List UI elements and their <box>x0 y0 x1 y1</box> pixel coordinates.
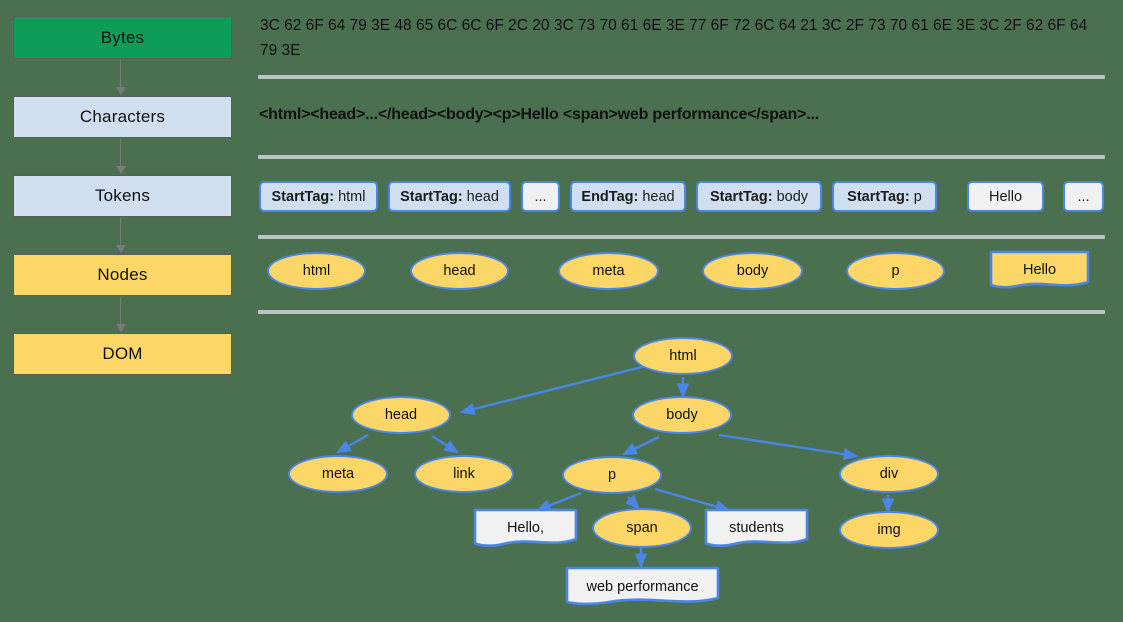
tree-node-html[interactable]: html <box>633 337 733 375</box>
tree-node-label: Hello, <box>506 520 545 536</box>
pipeline-arrow-tokens-nodes <box>115 218 126 253</box>
pipeline-step-label: Bytes <box>100 27 145 47</box>
node-chip-label: Hello <box>1022 262 1057 278</box>
token-key: StartTag: <box>400 188 463 205</box>
node-chip-head[interactable]: head <box>410 252 509 290</box>
divider-1 <box>258 75 1105 79</box>
node-chip-body[interactable]: body <box>702 252 803 290</box>
pipeline-step-tokens: Tokens <box>13 175 232 217</box>
token-value: ... <box>1077 188 1090 205</box>
divider-4 <box>258 310 1105 314</box>
token-key: EndTag: <box>581 188 639 205</box>
tree-node-web-performance-text[interactable]: web performance <box>565 566 720 607</box>
pipeline-step-nodes: Nodes <box>13 254 232 296</box>
node-chip-meta[interactable]: meta <box>558 252 659 290</box>
token-key: StartTag: <box>847 188 910 205</box>
tree-node-label: span <box>626 520 658 536</box>
token-key: StartTag: <box>709 188 773 205</box>
token-value: head <box>466 188 499 205</box>
node-chip-label: html <box>302 263 331 279</box>
tree-node-label: students <box>729 520 784 536</box>
tree-node-div[interactable]: div <box>839 455 939 493</box>
pipeline-step-label: Nodes <box>97 265 148 284</box>
tree-node-span[interactable]: span <box>592 508 692 548</box>
tree-node-p[interactable]: p <box>562 456 662 494</box>
divider-3 <box>258 235 1105 239</box>
node-chip-html[interactable]: html <box>267 252 366 290</box>
tree-node-hello-text[interactable]: Hello, <box>473 508 578 548</box>
token-chip-starttag-body[interactable]: StartTag: body <box>696 181 822 212</box>
token-value: head <box>642 188 675 205</box>
tree-node-body[interactable]: body <box>632 396 732 434</box>
pipeline-step-bytes: Bytes <box>13 16 232 59</box>
token-value: body <box>776 188 809 205</box>
token-value: ... <box>534 188 547 205</box>
node-chip-hello-text[interactable]: Hello <box>989 250 1090 290</box>
pipeline-step-label: Tokens <box>94 186 151 205</box>
tree-node-label: web performance <box>586 578 699 595</box>
token-value: p <box>913 188 922 205</box>
pipeline-step-label: Characters <box>79 107 166 126</box>
tree-node-label: html <box>669 348 697 364</box>
node-chip-p[interactable]: p <box>846 252 945 290</box>
token-chip-starttag-html[interactable]: StartTag: html <box>259 181 378 212</box>
pipeline-arrow-nodes-dom <box>115 297 126 332</box>
tree-node-label: meta <box>321 466 355 482</box>
token-value: Hello <box>988 188 1023 205</box>
tree-node-label: link <box>453 466 475 482</box>
token-chip-endtag-head[interactable]: EndTag: head <box>570 181 686 212</box>
tree-node-students-text[interactable]: students <box>704 508 809 548</box>
divider-2 <box>258 155 1105 159</box>
token-chip-starttag-head[interactable]: StartTag: head <box>388 181 511 212</box>
token-chip-starttag-p[interactable]: StartTag: p <box>832 181 937 212</box>
token-value: html <box>338 188 366 205</box>
tree-node-label: head <box>384 407 418 423</box>
pipeline-step-characters: Characters <box>13 96 232 138</box>
node-chip-label: head <box>443 263 476 279</box>
token-key: StartTag: <box>271 188 335 205</box>
tree-node-label: img <box>877 522 901 538</box>
document-shape-icon <box>565 566 720 606</box>
characters-markup-text: <html><head>...</head><body><p>Hello <sp… <box>259 106 819 123</box>
node-chip-label: p <box>891 263 900 279</box>
token-chip-ellipsis-2[interactable]: ... <box>1063 181 1104 212</box>
tree-node-head[interactable]: head <box>351 396 451 434</box>
document-shape-icon <box>473 508 578 547</box>
pipeline-arrow-bytes-characters <box>115 60 126 95</box>
pipeline-arrow-characters-tokens <box>115 139 126 174</box>
document-shape-icon <box>704 508 809 547</box>
tree-node-img[interactable]: img <box>839 511 939 549</box>
token-chip-hello[interactable]: Hello <box>967 181 1044 212</box>
pipeline-step-label: DOM <box>102 344 143 363</box>
node-chip-label: body <box>736 263 769 279</box>
token-chip-ellipsis-1[interactable]: ... <box>521 181 560 212</box>
tree-node-meta[interactable]: meta <box>288 455 388 493</box>
bytes-hex-text: 3C 62 6F 64 79 3E 48 65 6C 6C 6F 2C 20 3… <box>260 17 1088 59</box>
tree-node-link[interactable]: link <box>414 455 514 493</box>
document-shape-icon <box>989 250 1090 289</box>
tree-node-label: body <box>666 407 698 423</box>
node-chip-label: meta <box>592 263 625 279</box>
tree-node-label: div <box>879 466 899 482</box>
pipeline-step-dom: DOM <box>13 333 232 375</box>
tree-node-label: p <box>607 467 617 483</box>
